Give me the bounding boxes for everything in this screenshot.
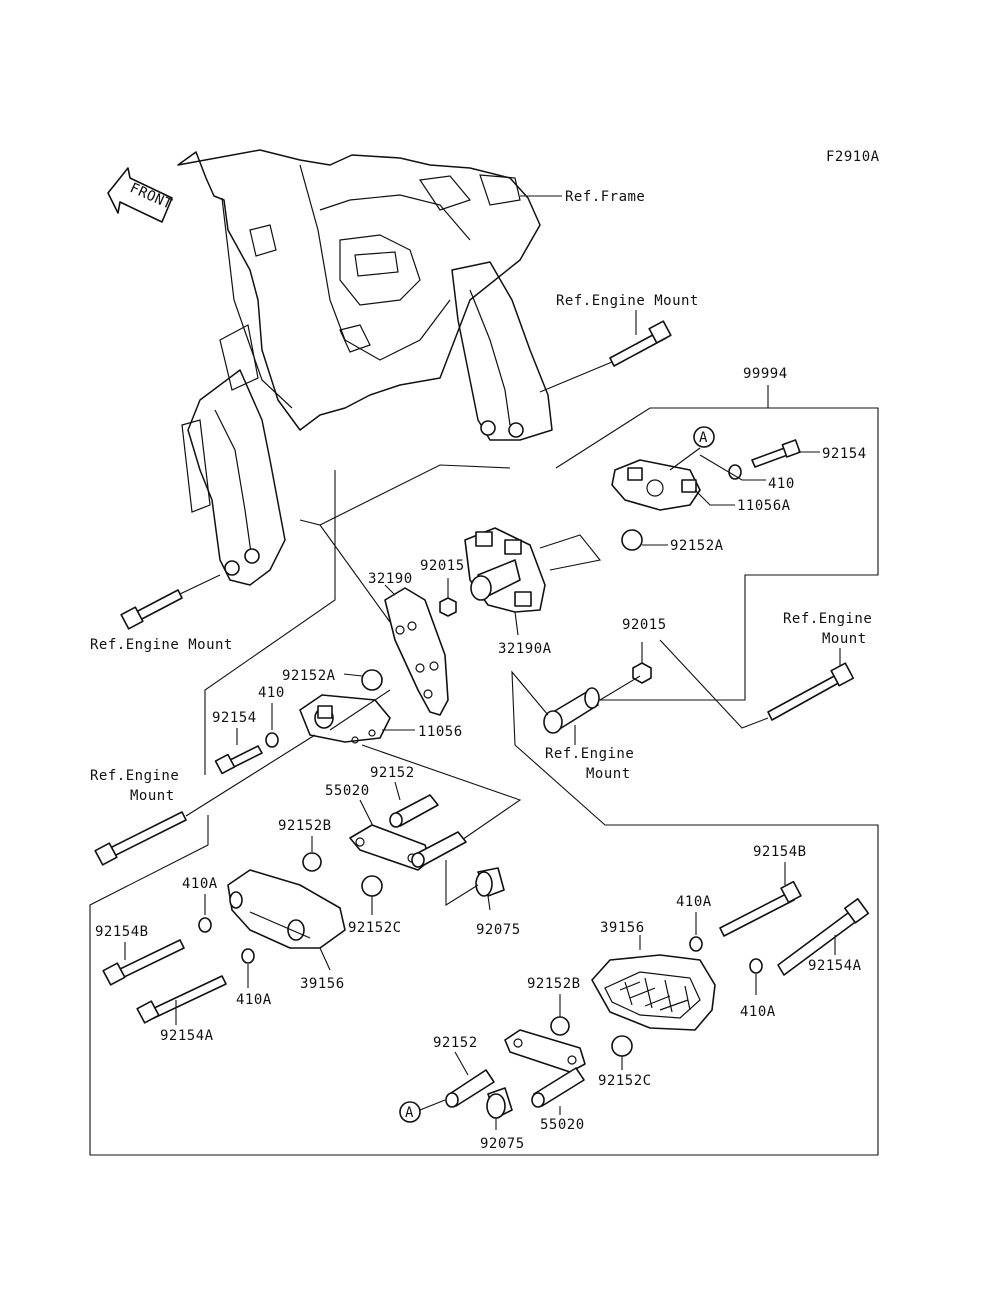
part-92152-upper: 92152 xyxy=(370,765,415,781)
ref-engine-mount-center-label-1: Ref.Engine xyxy=(545,746,634,762)
spacer-92152C-right xyxy=(611,1035,633,1057)
washer-410-top xyxy=(728,464,742,480)
part-99994: 99994 xyxy=(743,366,788,382)
part-92152A-left: 92152A xyxy=(282,668,336,684)
spacer-92152C-left xyxy=(361,875,383,897)
ref-frame-label: Ref.Frame xyxy=(565,189,645,205)
part-92152C-right: 92152C xyxy=(598,1073,652,1089)
reference-frame-drawing xyxy=(177,149,553,586)
spacer-92152A-right xyxy=(621,529,643,551)
plate-11056 xyxy=(299,694,391,744)
ref-engine-mount-right-label-2: Mount xyxy=(822,631,867,647)
ref-engine-mount-left-label: Ref.Engine Mount xyxy=(90,637,233,653)
front-arrow-icon: FRONT xyxy=(107,167,175,223)
part-92075-right: 92075 xyxy=(480,1136,525,1152)
part-32190: 32190 xyxy=(368,571,413,587)
engine-mount-bolt-lower-left xyxy=(94,811,187,866)
part-11056A: 11056A xyxy=(737,498,791,514)
plate-55020-lower xyxy=(504,1029,586,1073)
part-410-top: 410 xyxy=(768,476,795,492)
part-39156-left: 39156 xyxy=(300,976,345,992)
bolt-92154A-left xyxy=(136,975,227,1024)
bracket-32190 xyxy=(384,587,449,716)
bracket-32190A xyxy=(464,527,546,613)
part-55020-lower: 55020 xyxy=(540,1117,585,1133)
nut-92015-upper xyxy=(439,597,457,617)
washer-410A-right-upper xyxy=(689,936,703,952)
part-410-left: 410 xyxy=(258,685,285,701)
nut-92015-right xyxy=(632,662,652,684)
washer-410A-left xyxy=(198,917,212,933)
part-92154A-left: 92154A xyxy=(160,1028,214,1044)
ref-engine-mount-lowerleft-label-1: Ref.Engine xyxy=(90,768,179,784)
engine-mount-bolt-right xyxy=(767,662,855,721)
part-92152B-right: 92152B xyxy=(527,976,581,992)
frame-slider-39156-left xyxy=(227,869,346,949)
engine-mount-bolt-left-upper xyxy=(120,589,183,630)
part-92154B-right: 92154B xyxy=(753,844,807,860)
part-92154A-right: 92154A xyxy=(808,958,862,974)
ref-engine-mount-right-label-1: Ref.Engine xyxy=(783,611,872,627)
callout-a-lower-icon xyxy=(399,1101,421,1123)
part-92154-left: 92154 xyxy=(212,710,257,726)
part-92015-right: 92015 xyxy=(622,617,667,633)
part-92075-left: 92075 xyxy=(476,922,521,938)
frame-slider-39156-right xyxy=(591,954,716,1031)
washer-410A-right-lower xyxy=(749,958,763,974)
part-32190A: 32190A xyxy=(498,641,552,657)
spacer-92152A-left xyxy=(361,669,383,691)
ref-engine-mount-lowerleft-label-2: Mount xyxy=(130,788,175,804)
part-92152-lower: 92152 xyxy=(433,1035,478,1051)
bolt-92154B-left xyxy=(102,939,185,986)
plate-11056A xyxy=(611,459,701,511)
callout-a-icon xyxy=(693,426,715,448)
spacer-92152B-right xyxy=(550,1016,570,1036)
figure-code: F2910A xyxy=(826,149,880,165)
part-55020-upper: 55020 xyxy=(325,783,370,799)
part-92152A-right: 92152A xyxy=(670,538,724,554)
part-92152C-left: 92152C xyxy=(348,920,402,936)
kit-outline-99994 xyxy=(555,385,879,701)
part-92152B-left: 92152B xyxy=(278,818,332,834)
bolt-92154B-right xyxy=(719,880,802,937)
part-410A-lower-left: 410A xyxy=(236,992,272,1008)
part-92154-top: 92154 xyxy=(822,446,867,462)
pin-92152-lower xyxy=(445,1069,495,1108)
engine-mount-bolt-top xyxy=(609,320,672,367)
bolt-92154-left xyxy=(214,745,263,775)
callout-a-lower: A xyxy=(405,1105,414,1121)
ref-engine-mount-top-label: Ref.Engine Mount xyxy=(556,293,699,309)
bolt-92154-top xyxy=(751,439,801,468)
part-39156-right: 39156 xyxy=(600,920,645,936)
bolt-92154A-right xyxy=(777,898,870,976)
part-92154B-left: 92154B xyxy=(95,924,149,940)
washer-410A-lower-left xyxy=(241,948,255,964)
rubber-92075-left xyxy=(475,867,505,897)
callout-a-top: A xyxy=(699,430,708,446)
washer-410-left xyxy=(265,732,279,748)
part-92015-upper: 92015 xyxy=(420,558,465,574)
plate-55020-upper xyxy=(349,824,467,871)
rubber-92075-right xyxy=(486,1087,513,1119)
spacer-92152B-left xyxy=(302,852,322,872)
part-410A-right-upper: 410A xyxy=(676,894,712,910)
part-11056: 11056 xyxy=(418,724,463,740)
ref-engine-mount-center-label-2: Mount xyxy=(586,766,631,782)
part-410A-left: 410A xyxy=(182,876,218,892)
part-410A-right-lower: 410A xyxy=(740,1004,776,1020)
pin-92152-lower-2 xyxy=(531,1067,585,1108)
engine-mount-collar xyxy=(543,687,600,734)
pin-92152-upper xyxy=(389,794,439,828)
